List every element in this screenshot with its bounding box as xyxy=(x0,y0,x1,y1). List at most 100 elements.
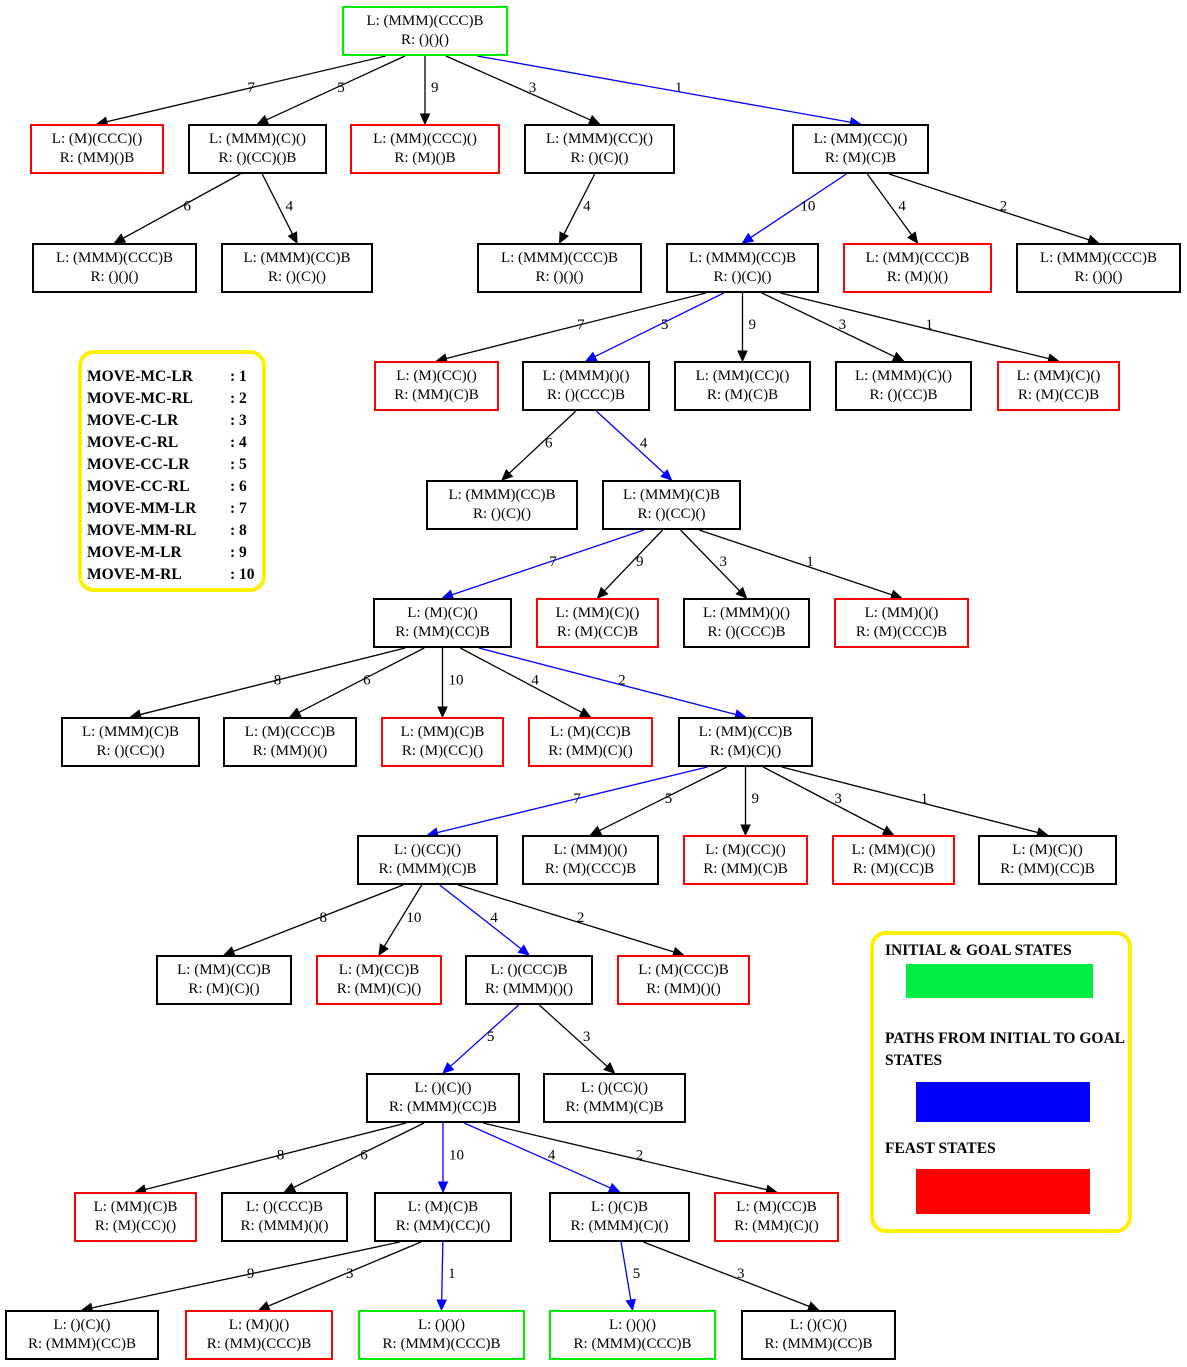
state-left-bank: L: (MM)(C)() xyxy=(1016,368,1101,384)
state-node-red: L: (MM)()()R: (M)(CCC)B xyxy=(834,598,969,648)
move-legend-code: : 3 xyxy=(230,412,247,429)
edge-line xyxy=(603,529,664,592)
edge-line xyxy=(762,766,885,831)
edge-line xyxy=(445,55,591,121)
edge-line xyxy=(293,1122,425,1189)
state-left-bank: L: (MMM)(CCC)B xyxy=(1039,250,1158,266)
state-left-bank: L: ()(CCC)B xyxy=(245,1199,324,1215)
state-node-red: L: (M)()()R: (MM)(CCC)B xyxy=(185,1310,333,1360)
state-node-red: L: (M)(CC)()R: (MM)(C)B xyxy=(374,361,499,411)
state-right-bank: R: ()()() xyxy=(401,32,449,48)
edge-arrowhead xyxy=(625,1298,636,1312)
state-left-bank: L: ()(CC)() xyxy=(393,842,462,858)
state-left-bank: L: (M)(C)() xyxy=(1012,842,1083,858)
edge-arrowhead xyxy=(740,824,751,837)
edge-line xyxy=(888,173,1090,241)
edge-label: 10 xyxy=(800,199,815,215)
state-node-black: L: (M)(C)()R: (MM)(CC)B xyxy=(373,598,512,648)
move-legend-code: : 6 xyxy=(230,478,247,495)
move-legend-code: : 5 xyxy=(230,456,247,473)
state-node-red: L: (MM)(C)()R: (M)(CC)B xyxy=(832,835,955,885)
edge-label: 4 xyxy=(531,673,539,689)
state-right-bank: R: ()(C)() xyxy=(713,269,772,285)
state-node-black: L: ()(C)()R: (MMM)(CC)B xyxy=(366,1073,520,1123)
state-left-bank: L: (MMM)(CC)() xyxy=(545,131,654,147)
state-left-bank: L: (MM)(CC)() xyxy=(695,368,790,384)
edge-line xyxy=(267,1241,422,1307)
edge-label: 2 xyxy=(636,1148,644,1164)
state-left-bank: L: (MMM)(CC)B xyxy=(243,250,351,266)
state-right-bank: R: ()()() xyxy=(1074,269,1123,285)
color-legend-paths-title: PATHS FROM INITIAL TO GOAL STATES xyxy=(885,1030,1125,1069)
edge-line xyxy=(508,410,577,474)
edge-label: 2 xyxy=(618,673,626,689)
state-left-bank: L: (M)(CC)B xyxy=(338,962,420,978)
edge-line xyxy=(437,766,708,834)
state-node-black: L: (MMM)(CC)()R: ()(C)() xyxy=(524,124,675,174)
state-right-bank: R: (M)(C)() xyxy=(188,981,260,997)
state-right-bank: R: ()(CCC)B xyxy=(547,387,625,403)
state-right-bank: R: ()()() xyxy=(90,269,139,285)
edge-arrowhead xyxy=(287,231,298,245)
edge-line xyxy=(145,1122,407,1191)
edge-line xyxy=(439,884,522,950)
edge-arrowhead xyxy=(660,469,673,481)
edge-label: 1 xyxy=(448,1266,456,1282)
edge-line xyxy=(563,173,596,235)
state-right-bank: R: ()(CC)()B xyxy=(218,150,297,166)
edge-label: 10 xyxy=(406,910,421,926)
edge-arrowhead xyxy=(596,586,609,599)
move-legend-code: : 2 xyxy=(230,390,247,407)
edge-arrowhead xyxy=(587,114,601,125)
state-right-bank: R: (M)(CC)B xyxy=(852,861,935,877)
move-legend-name: MOVE-CC-LR xyxy=(87,456,190,473)
state-right-bank: R: (MM)()B xyxy=(59,150,135,166)
state-node-black: L: (M)(C)()R: (MM)(CC)B xyxy=(978,835,1117,885)
state-right-bank: R: (MMM)(CC)B xyxy=(389,1099,497,1115)
edge-line xyxy=(781,766,1038,834)
state-right-bank: R: ()(C)() xyxy=(268,269,326,285)
edge-arrowhead xyxy=(419,113,431,126)
edge-label: 6 xyxy=(545,436,553,452)
edge-line xyxy=(680,529,741,592)
edge-label: 7 xyxy=(577,317,585,333)
state-node-black: L: (MMM)(C)()R: ()(CC)B xyxy=(835,361,972,411)
move-legend-name: MOVE-MM-RL xyxy=(87,522,197,539)
edge-line xyxy=(620,1241,632,1301)
edge-label: 7 xyxy=(247,80,255,96)
edge-arrowhead xyxy=(607,1182,621,1193)
state-node-black: L: (MMM)(CCC)B R: ()()() xyxy=(1016,243,1181,293)
state-node-black: L: (MMM)(CC)B R: ()(C)() xyxy=(426,480,578,530)
state-right-bank: R: (MM)(C)() xyxy=(548,743,633,759)
state-left-bank: L: (M)(CC)B xyxy=(550,724,631,740)
edge-line xyxy=(446,292,706,360)
state-left-bank: L: (MMM)(C)B xyxy=(81,724,180,740)
move-legend-code: : 1 xyxy=(230,368,247,385)
edge-label: 4 xyxy=(548,1148,556,1164)
edge-label: 9 xyxy=(636,554,644,570)
state-right-bank: R: (MMM)(C)() xyxy=(570,1218,669,1234)
state-right-bank: R: (MM)()() xyxy=(252,743,328,759)
state-node-black: L: (MMM)(CC)B R: ()(C)() xyxy=(221,243,373,293)
state-node-red: L: (M)(CCC)()R: (MM)()B xyxy=(30,124,164,174)
state-left-bank: L: (MMM)(CCC)B xyxy=(500,250,619,266)
state-right-bank: R: (MMM)(C)B xyxy=(565,1099,664,1115)
state-node-red: L: (M)(CC)B R: (MM)(C)() xyxy=(528,717,653,767)
state-right-bank: R: ()(CC)() xyxy=(96,743,165,759)
state-left-bank: L: ()(CC)() xyxy=(580,1080,649,1096)
state-left-bank: L: (MMM)(CC)B xyxy=(448,487,556,503)
state-right-bank: R: (MMM)(CCC)B xyxy=(382,1336,501,1352)
edge-arrowhead xyxy=(589,825,603,836)
move-legend-name: MOVE-MM-LR xyxy=(87,500,197,517)
edge-arrowhead xyxy=(436,1299,447,1312)
state-right-bank: R: ()(CC)B xyxy=(869,387,938,403)
edge-arrowhead xyxy=(741,232,755,244)
state-right-bank: R: ()(C)() xyxy=(473,506,531,522)
move-legend-name: MOVE-MC-LR xyxy=(87,368,193,385)
